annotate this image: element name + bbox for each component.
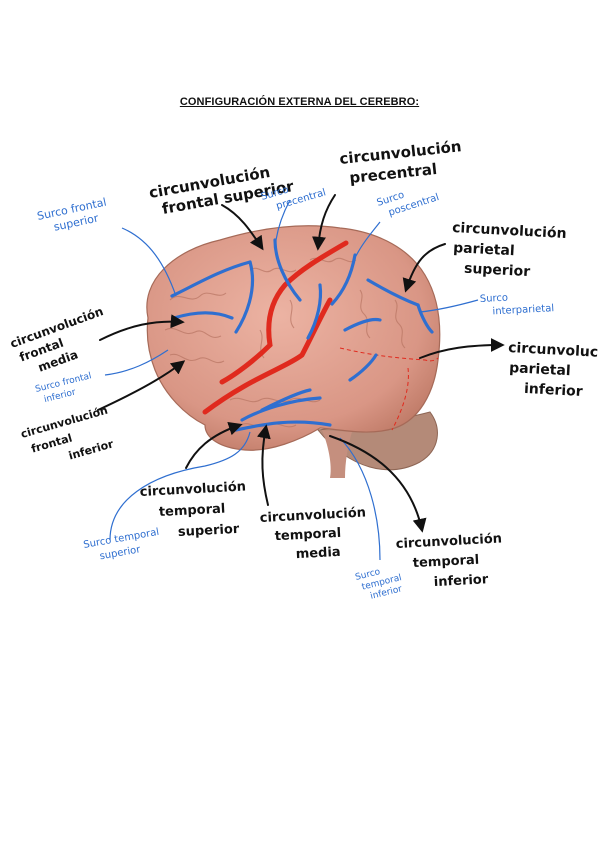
sulcus-label-frontal-superior: Surco frontal superior bbox=[36, 195, 114, 237]
brain-shape bbox=[146, 225, 441, 451]
blue-sulci bbox=[170, 238, 434, 432]
black-arrows bbox=[97, 194, 505, 533]
sulcus-label-frontal-inferior: Surco frontal inferior bbox=[34, 371, 98, 407]
label-parietal-inferior: circunvoluc parietal inferior bbox=[506, 340, 599, 401]
sulcus-label-temporal-inferior: Surco temporal inferior bbox=[354, 562, 408, 605]
sulcus-label-poscentral: Surco poscentral bbox=[376, 180, 441, 222]
label-temporal-inferior: circunvolución temporal inferior bbox=[395, 531, 509, 592]
label-temporal-media: circunvolución temporal media bbox=[259, 505, 372, 564]
parieto-occipital-dashes bbox=[339, 347, 439, 431]
blue-leaders bbox=[104, 199, 479, 561]
sulcus-label-temporal-superior: Surco temporal superior bbox=[83, 526, 166, 564]
label-parietal-superior: circunvolución parietal superior bbox=[450, 220, 572, 282]
central-sulcus bbox=[202, 240, 349, 415]
label-precentral: circunvolución precentral bbox=[339, 137, 470, 188]
page-title: CONFIGURACIÓN EXTERNA DEL CEREBRO: bbox=[179, 96, 420, 108]
label-temporal-superior: circunvolución temporal superior bbox=[139, 479, 253, 542]
sulcus-label-interparietal: Surco interparietal bbox=[480, 290, 555, 318]
label-frontal-inferior: circunvolución frontal inferior bbox=[19, 403, 122, 474]
label-frontal-media: circunvolución frontal media bbox=[8, 303, 120, 381]
